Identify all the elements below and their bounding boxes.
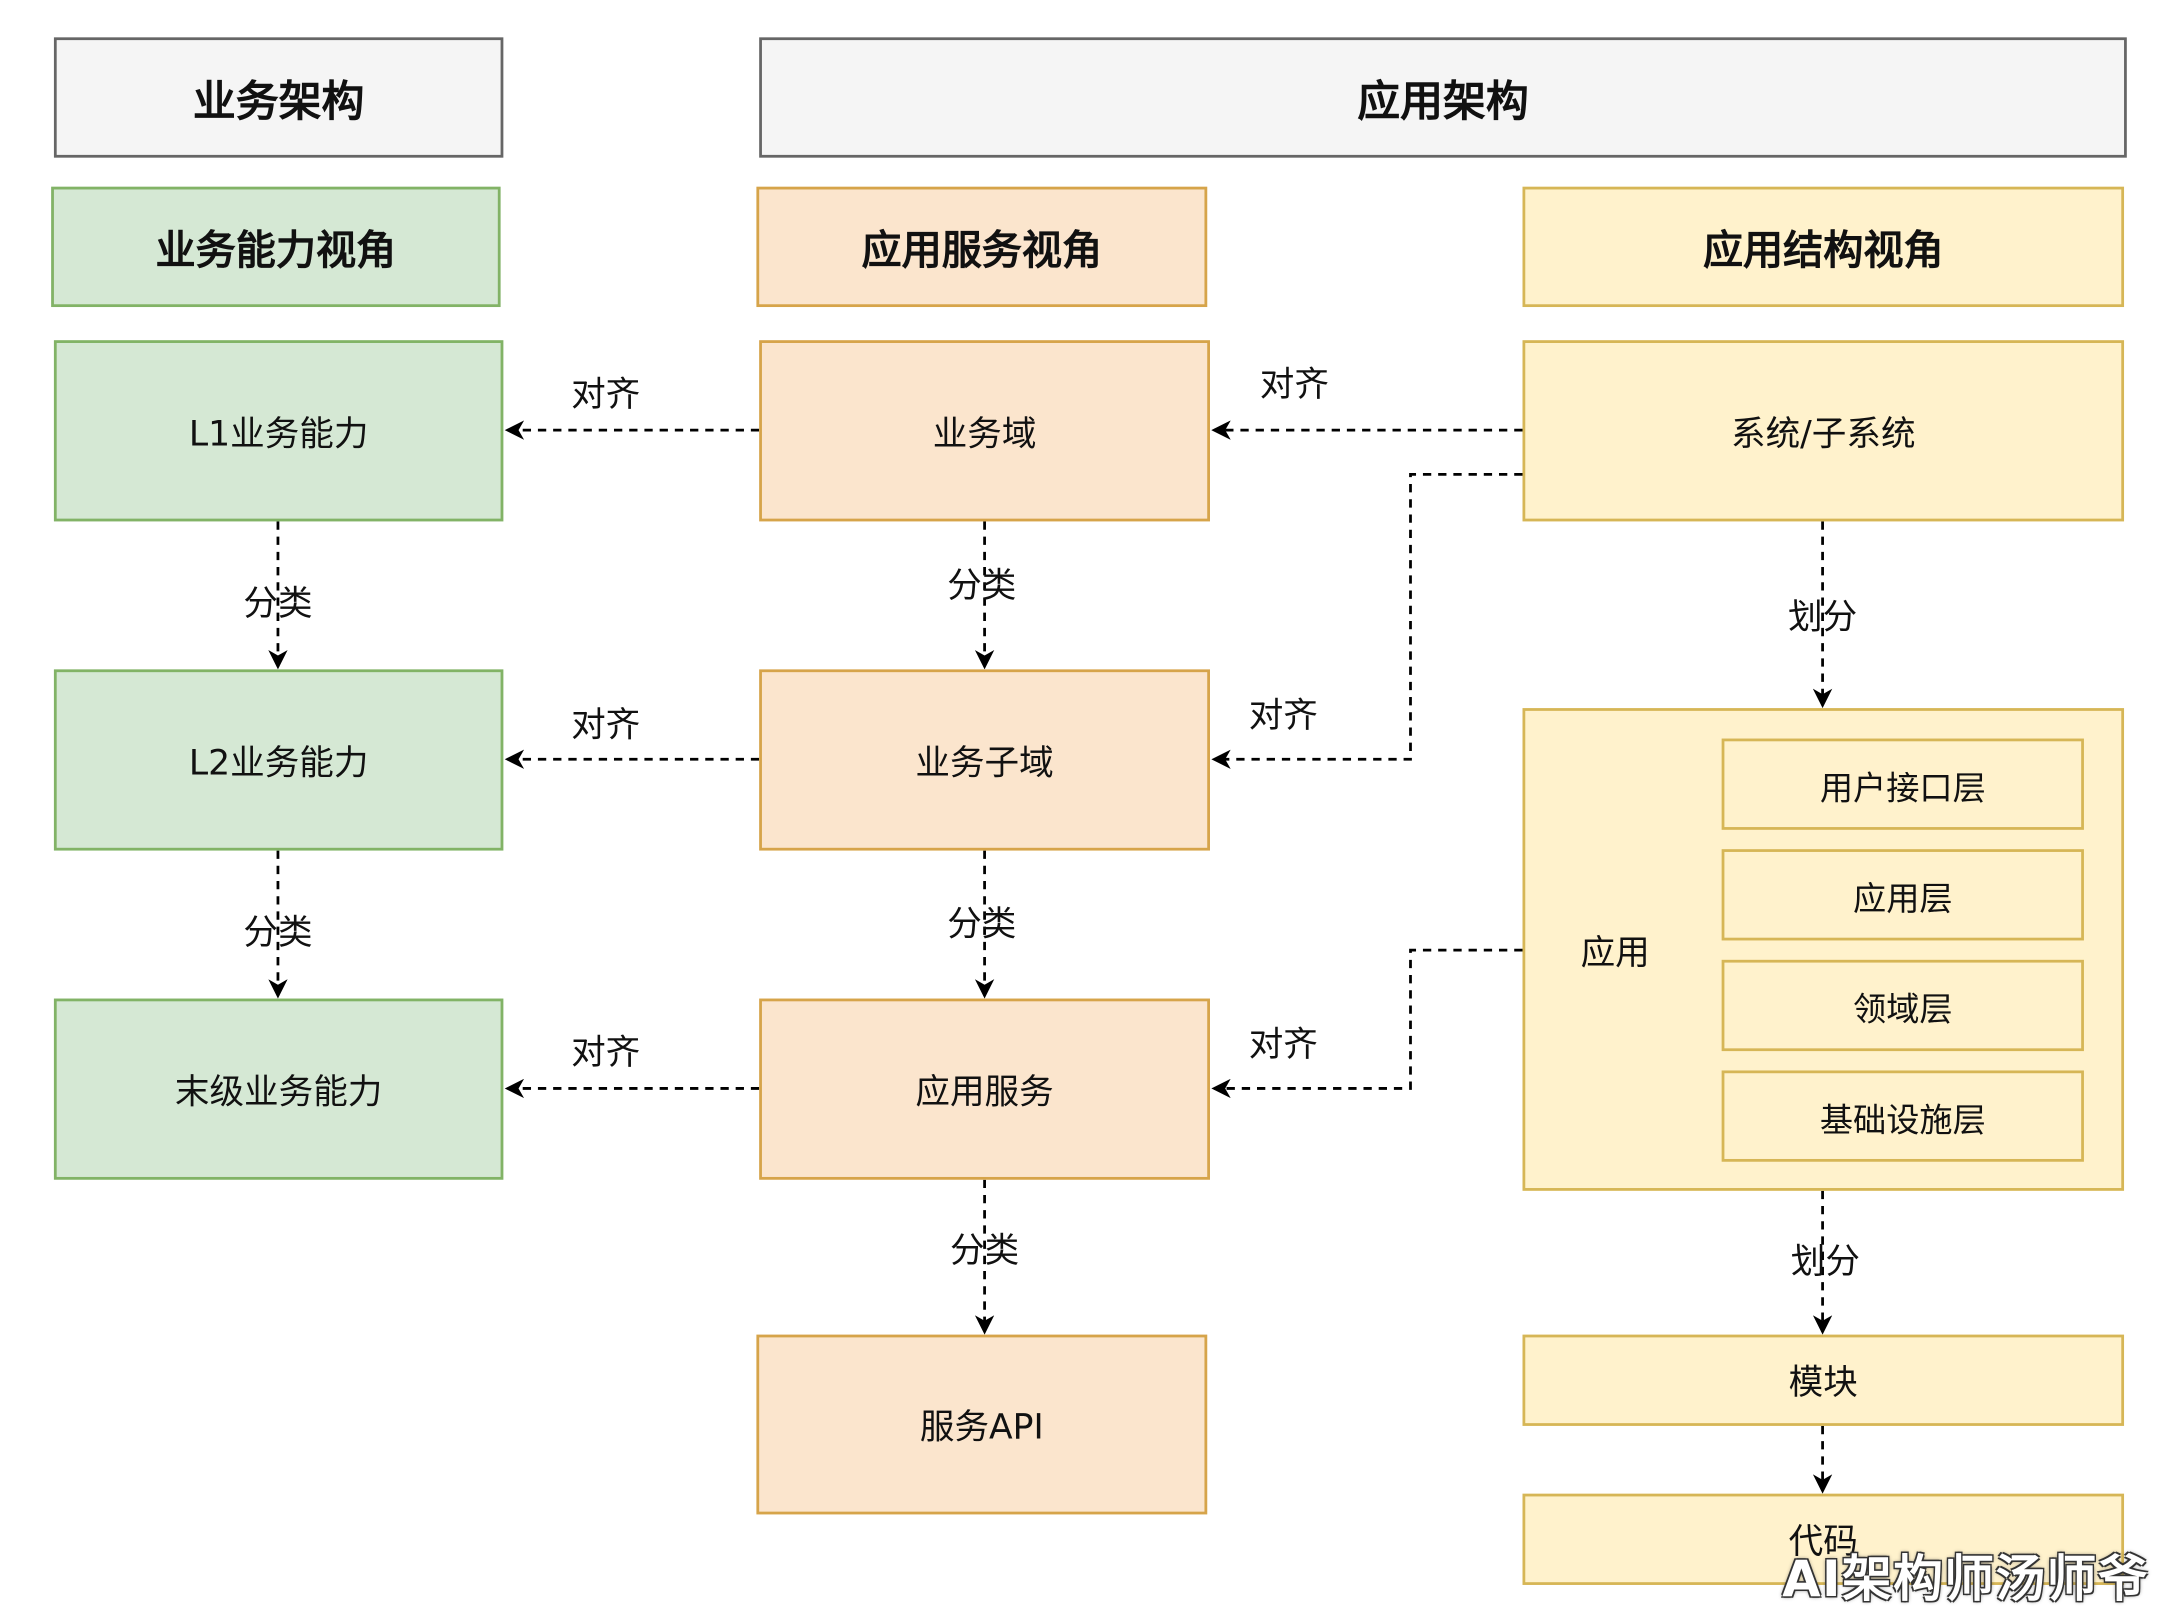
business-architecture-header: 业务架构 — [53, 37, 504, 158]
align-label: 对齐 — [1248, 694, 1318, 736]
classify-label: 分类 — [947, 564, 1017, 606]
application-architecture-header: 应用架构 — [759, 37, 2127, 158]
classify-label: 分类 — [947, 903, 1017, 944]
divide-label: 划分 — [1788, 596, 1858, 637]
layer-user-interface: 用户接口层 — [1721, 738, 2084, 830]
layer-infrastructure: 基础设施层 — [1721, 1070, 2084, 1162]
module-node: 模块 — [1522, 1334, 2125, 1426]
application-container: 应用 用户接口层 应用层 领域层 基础设施层 — [1522, 708, 2125, 1191]
align-label: 对齐 — [571, 1032, 641, 1073]
business-domain-node: 业务域 — [759, 340, 1210, 522]
leaf-capability-node: 末级业务能力 — [53, 998, 504, 1180]
application-label: 应用 — [1580, 932, 1650, 973]
business-subdomain-node: 业务子域 — [759, 669, 1210, 851]
classify-label: 分类 — [243, 582, 313, 624]
divide-label: 划分 — [1790, 1241, 1860, 1282]
layer-domain: 领域层 — [1721, 959, 2084, 1052]
l2-capability-node: L2业务能力 — [53, 669, 504, 851]
code-node: 代码 — [1522, 1493, 2125, 1585]
service-api-node: 服务API — [756, 1334, 1208, 1515]
watermark: AI架构师汤师爷 — [1782, 1551, 2149, 1609]
application-service-view: 应用服务视角 — [756, 186, 1208, 308]
system-node: 系统/子系统 — [1522, 340, 2125, 522]
align-label: 对齐 — [571, 374, 641, 415]
application-structure-view: 应用结构视角 — [1522, 186, 2125, 308]
application-service-node: 应用服务 — [759, 998, 1210, 1180]
business-capability-view: 业务能力视角 — [51, 186, 501, 308]
align-label: 对齐 — [1259, 364, 1329, 405]
align-label: 对齐 — [571, 704, 641, 745]
align-label: 对齐 — [1248, 1024, 1318, 1065]
classify-label: 分类 — [950, 1230, 1020, 1271]
l1-capability-node: L1业务能力 — [53, 340, 504, 522]
edge-application-to-service — [1211, 948, 1523, 1099]
layer-application: 应用层 — [1721, 849, 2084, 941]
classify-label: 分类 — [243, 912, 313, 953]
